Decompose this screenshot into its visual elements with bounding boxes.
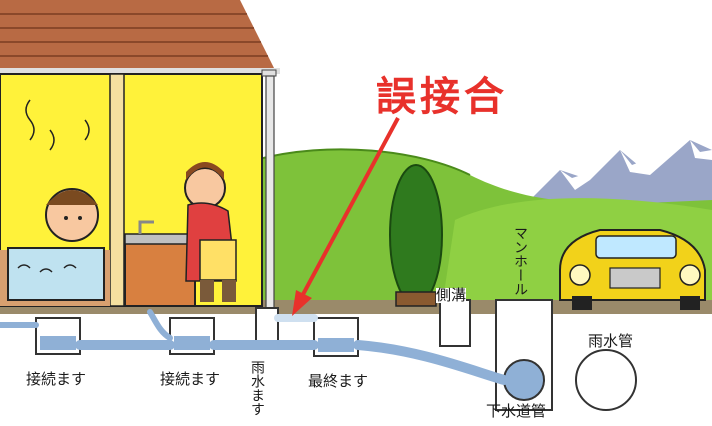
label-final-basin: 最終ます xyxy=(308,372,369,390)
label-sewer-pipe: 下水道管 xyxy=(486,402,547,420)
misconnection-arrow xyxy=(292,117,400,316)
label-side-ditch: 側溝 xyxy=(436,286,467,304)
diagram-title: 誤接合 xyxy=(376,74,508,120)
pipes xyxy=(0,309,509,385)
label-storm-pipe: 雨水管 xyxy=(588,332,634,350)
underground-network xyxy=(35,299,637,411)
label-manhole: マンホール xyxy=(512,226,528,296)
car xyxy=(559,229,706,310)
label-connection-basin-1: 接続ます xyxy=(26,370,87,388)
label-rain-basin: 雨水ます xyxy=(249,360,265,416)
tree xyxy=(389,164,443,307)
label-connection-basin-2: 接続ます xyxy=(160,370,221,388)
house xyxy=(0,0,280,309)
